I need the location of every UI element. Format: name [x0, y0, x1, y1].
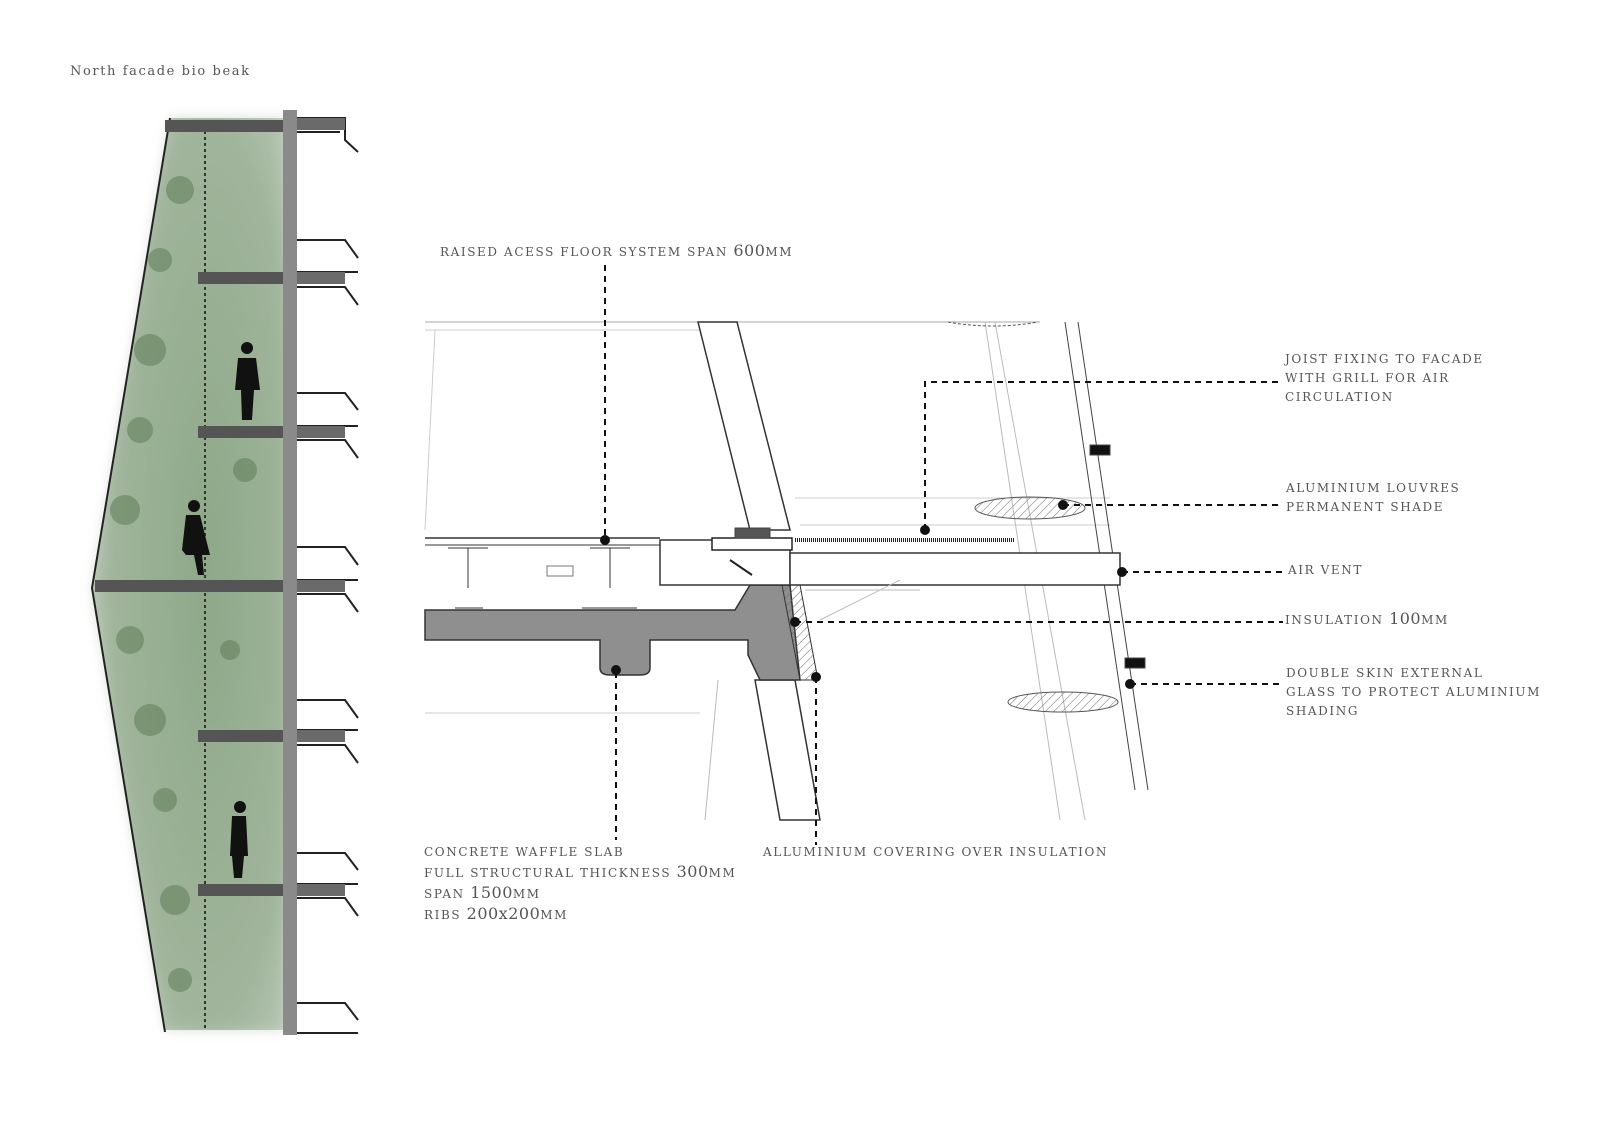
label-text: SPAN — [424, 887, 465, 901]
floor-slabs — [95, 120, 283, 896]
leader-lines — [604, 265, 1283, 845]
label-line: SPAN 1500MM — [424, 883, 736, 904]
label-text: FULL STRUCTURAL THICKNESS — [424, 866, 672, 880]
label-air-vent: AIR VENT — [1288, 563, 1363, 577]
label-text: INSULATION — [1285, 613, 1384, 627]
label-line: GLASS TO PROTECT ALUMINIUM — [1286, 685, 1541, 699]
label-unit: MM — [765, 245, 794, 259]
drawing-title: North facade bio beak — [70, 64, 251, 79]
label-line: JOIST FIXING TO FACADE — [1285, 352, 1484, 366]
label-value: 100 — [1389, 609, 1422, 628]
label-covering: ALLUMINIUM COVERING OVER INSULATION — [763, 845, 1108, 859]
label-line: SHADING — [1286, 704, 1359, 718]
label-unit: MM — [708, 866, 737, 880]
label-line: PERMANENT SHADE — [1286, 500, 1445, 514]
label-text: RAISED ACESS FLOOR SYSTEM SPAN — [440, 245, 728, 259]
label-unit: MM — [540, 908, 569, 922]
leader-dots — [600, 500, 1135, 689]
structural-column — [283, 110, 297, 1035]
label-value: 600 — [733, 241, 766, 260]
label-value: 300 — [676, 862, 709, 881]
foliage — [110, 176, 257, 992]
label-line: WITH GRILL FOR AIR — [1285, 371, 1450, 385]
detail-section — [424, 321, 1149, 821]
floor-pedestals — [448, 547, 637, 609]
label-joist: JOIST FIXING TO FACADE WITH GRILL FOR AI… — [1285, 350, 1484, 407]
label-line: FULL STRUCTURAL THICKNESS 300MM — [424, 862, 736, 883]
label-raised-floor: RAISED ACESS FLOOR SYSTEM SPAN 600MM — [440, 241, 793, 262]
label-line: CONCRETE WAFFLE SLAB — [424, 845, 625, 859]
label-line: DOUBLE SKIN EXTERNAL — [1286, 666, 1484, 680]
facade-elevation — [90, 110, 359, 1035]
joist — [789, 552, 1121, 586]
label-unit: MM — [512, 887, 541, 901]
label-value: 1500 — [470, 883, 513, 902]
label-line: CIRCULATION — [1285, 390, 1394, 404]
label-value: 200x200 — [466, 904, 541, 923]
label-insulation: INSULATION 100MM — [1285, 609, 1449, 630]
people-silhouettes — [182, 342, 260, 878]
balcony-slabs — [297, 118, 345, 896]
label-waffle-slab: CONCRETE WAFFLE SLAB FULL STRUCTURAL THI… — [424, 843, 736, 925]
label-double-skin: DOUBLE SKIN EXTERNAL GLASS TO PROTECT AL… — [1286, 664, 1541, 721]
label-text: RIBS — [424, 908, 462, 922]
concrete-waffle-slab — [424, 584, 801, 681]
label-unit: MM — [1421, 613, 1449, 627]
louvre-upper — [974, 496, 1086, 520]
facade-glass-line — [90, 117, 171, 1033]
label-line: ALUMINIUM LOUVRES — [1286, 481, 1461, 495]
label-louvres: ALUMINIUM LOUVRES PERMANENT SHADE — [1286, 479, 1460, 517]
louvre-lower — [1007, 691, 1119, 713]
inclined-column — [697, 321, 791, 531]
label-line: RIBS 200x200MM — [424, 904, 736, 925]
